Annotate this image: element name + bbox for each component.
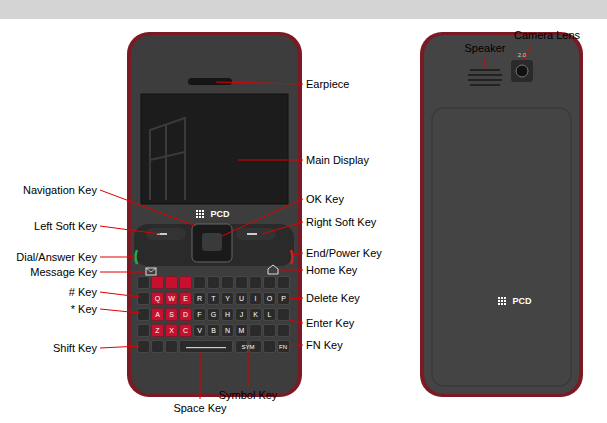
callout-label: Right Soft Key: [306, 216, 376, 229]
key-letter: Z: [155, 327, 159, 335]
callout-label: OK Key: [306, 193, 344, 206]
key-letter: T: [211, 295, 215, 303]
key-letter: O: [267, 295, 272, 303]
leader-lines: [100, 45, 532, 399]
key-letter: X: [169, 327, 174, 335]
brand-logo: PCD: [210, 209, 229, 219]
callout-label: Speaker: [465, 42, 506, 55]
key-letter: E: [183, 295, 188, 303]
key-letter: W: [168, 295, 175, 303]
lens-marking: 2.0: [518, 52, 526, 59]
callout-label: Space Key: [173, 402, 226, 415]
callout-label: Enter Key: [306, 317, 354, 330]
key-letter: R: [197, 295, 202, 303]
key-legend: SYM: [241, 343, 254, 350]
phone-back: [420, 32, 583, 397]
callout-label: Navigation Key: [23, 184, 97, 197]
key-letter: K: [253, 311, 258, 319]
key-letter: J: [240, 311, 244, 319]
callout-label: # Key: [69, 286, 97, 299]
key-letter: D: [183, 311, 188, 319]
key-letter: P: [281, 295, 286, 303]
key-letter: L: [268, 311, 272, 319]
key-letter: S: [169, 311, 174, 319]
callout-label: Dial/Answer Key: [16, 251, 97, 264]
callout-label: End/Power Key: [306, 247, 382, 260]
callout-label: Main Display: [306, 154, 369, 167]
phone-front: [127, 32, 302, 397]
callout-label: Message Key: [30, 266, 97, 279]
key-letter: I: [255, 295, 257, 303]
callout-label: * Key: [71, 303, 97, 316]
key-letter: M: [239, 327, 245, 335]
key-letter: F: [197, 311, 201, 319]
key-letter: G: [211, 311, 216, 319]
brand-logo: PCD: [512, 296, 531, 306]
key-letter: V: [197, 327, 202, 335]
key-letter: A: [155, 311, 160, 319]
callout-label: Delete Key: [306, 292, 360, 305]
key-letter: Q: [155, 295, 160, 303]
key-letter: B: [211, 327, 216, 335]
key-legend: FN: [279, 343, 287, 350]
callout-label: Home Key: [306, 264, 357, 277]
key-letter: N: [225, 327, 230, 335]
callout-label: Symbol Key: [219, 389, 278, 402]
key-letter: U: [239, 295, 244, 303]
callout-label: Left Soft Key: [34, 220, 97, 233]
key-letter: H: [225, 311, 230, 319]
header-bar: [0, 0, 607, 19]
callout-label: Earpiece: [306, 78, 349, 91]
callout-label: Camera Lens: [514, 29, 580, 42]
key-letter: C: [183, 327, 188, 335]
key-letter: Y: [225, 295, 230, 303]
callout-label: Shift Key: [53, 342, 97, 355]
callout-label: FN Key: [306, 339, 343, 352]
